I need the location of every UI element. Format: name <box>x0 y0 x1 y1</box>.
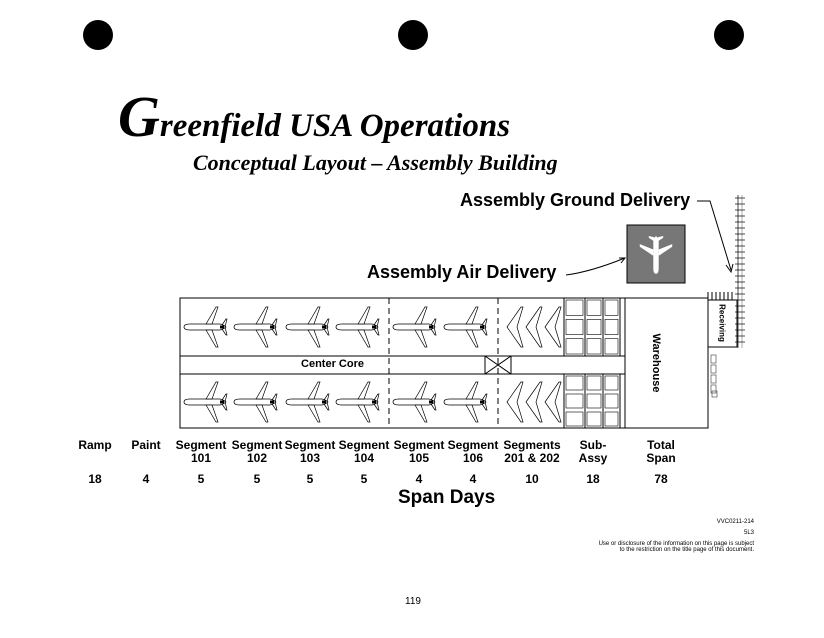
subassembly-cell <box>586 393 602 409</box>
subassembly-cell <box>586 319 602 335</box>
column-value: 4 <box>142 472 150 486</box>
column-value: 5 <box>360 472 368 486</box>
wing-assembly-icon <box>525 306 543 348</box>
column-label: Ramp <box>78 438 112 452</box>
aircraft-icon <box>285 306 330 348</box>
column-value: 4 <box>415 472 423 486</box>
aircraft-icon <box>285 381 330 423</box>
subassembly-cell <box>604 299 619 316</box>
subassembly-cell <box>586 375 602 391</box>
column-label: Paint <box>131 438 161 452</box>
wing-assembly-icon <box>506 306 524 348</box>
column-label: Segments 201 & 202 <box>503 438 561 465</box>
subassembly-cell <box>604 393 619 409</box>
wing-assembly-icon <box>525 381 543 423</box>
column-value: 5 <box>197 472 205 486</box>
subassembly-cell <box>565 375 584 391</box>
title-initial: G <box>118 84 160 149</box>
rail-track <box>737 195 743 348</box>
page-number: 119 <box>405 596 421 607</box>
aircraft-icon <box>335 381 380 423</box>
aircraft-icon <box>335 306 380 348</box>
aircraft-icon <box>392 306 437 348</box>
subassembly-cell <box>565 393 584 409</box>
column-label: Segment 104 <box>338 438 390 465</box>
wing-assembly-icon <box>544 381 562 423</box>
column-value: 18 <box>88 472 102 486</box>
subassembly-cell <box>604 411 619 427</box>
aircraft-icon <box>183 306 228 348</box>
document-id: VVC0211-214 <box>716 519 754 525</box>
assembly-building-outline <box>179 297 709 429</box>
aircraft-icon <box>392 381 437 423</box>
binder-hole <box>83 20 113 50</box>
column-value: 5 <box>253 472 261 486</box>
receiving-label: Receiving <box>717 304 727 342</box>
column-label: Segment 103 <box>284 438 336 465</box>
disclosure-notice-1: Use or disclosure of the information on … <box>598 541 754 547</box>
aircraft-icon <box>443 306 488 348</box>
aircraft-icon <box>183 381 228 423</box>
wing-assembly-icon <box>506 381 524 423</box>
disclosure-notice-2: to the restriction on the title page of … <box>619 547 754 553</box>
column-value: 4 <box>469 472 477 486</box>
aircraft-icon <box>233 306 278 348</box>
subassembly-cell <box>586 299 602 316</box>
binder-hole <box>714 20 744 50</box>
binder-hole <box>398 20 428 50</box>
ground-delivery-label: Assembly Ground Delivery <box>460 190 691 210</box>
document-code: 5L3 <box>743 530 754 536</box>
column-label: Sub- Assy <box>578 438 608 465</box>
ground-delivery-arrow <box>697 200 732 271</box>
air-delivery-label: Assembly Air Delivery <box>367 262 557 282</box>
subassembly-cell <box>604 375 619 391</box>
column-label: Segment 106 <box>447 438 499 465</box>
subassembly-cell <box>565 411 584 427</box>
column-label: Total Span <box>646 438 676 465</box>
page-subtitle: Conceptual Layout – Assembly Building <box>193 150 558 175</box>
subassembly-cell <box>604 338 619 355</box>
page-title: Greenfield USA Operations <box>118 88 510 146</box>
elevator-box <box>484 355 512 375</box>
title-text: reenfield USA Operations <box>159 108 511 144</box>
subassembly-cell <box>565 319 584 335</box>
warehouse-label: Warehouse <box>650 333 662 393</box>
column-value: 5 <box>306 472 314 486</box>
aircraft-icon <box>233 381 278 423</box>
span-days-label: Span Days <box>398 487 496 508</box>
subassembly-cell <box>586 411 602 427</box>
wing-assembly-icon <box>544 306 562 348</box>
parking-stalls <box>710 354 718 398</box>
column-value: 78 <box>654 472 668 486</box>
column-label: Segment 105 <box>393 438 445 465</box>
column-value: 18 <box>586 472 600 486</box>
center-core-label: Center Core <box>301 358 364 370</box>
aircraft-icon <box>443 381 488 423</box>
air-delivery-arrow <box>565 257 626 276</box>
column-label: Segment 102 <box>231 438 283 465</box>
receiving-dock <box>707 299 738 348</box>
subassembly-cell <box>604 319 619 335</box>
column-value: 10 <box>525 472 539 486</box>
subassembly-cell <box>586 338 602 355</box>
subassembly-cell <box>565 338 584 355</box>
subassembly-cell <box>565 299 584 316</box>
column-label: Segment 101 <box>175 438 227 465</box>
